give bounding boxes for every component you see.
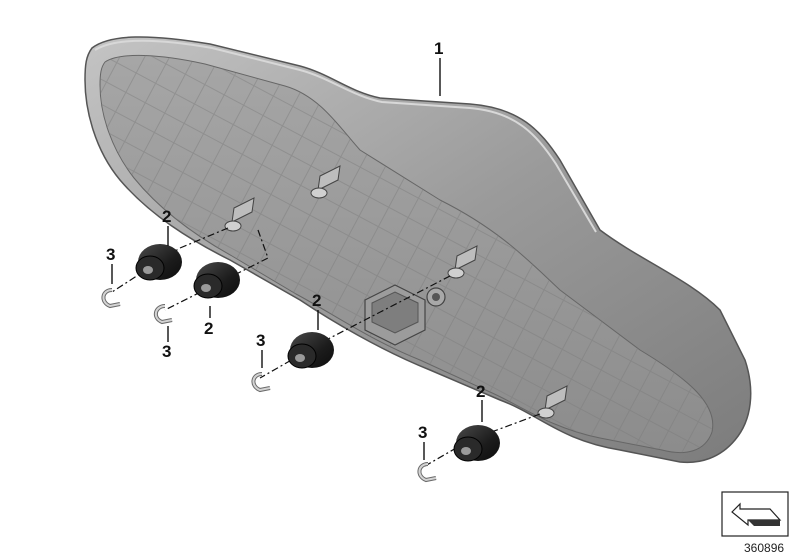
leader-lines [111, 58, 483, 460]
tail-light-housing [84, 36, 752, 464]
rubber-grommet-a [135, 244, 182, 281]
callout-grommet-c: 2 [312, 291, 321, 310]
retaining-clip-c [251, 372, 271, 393]
callout-clip-c: 3 [256, 331, 265, 350]
retaining-clip-b [153, 304, 173, 325]
electrical-connector [364, 284, 446, 346]
mounting-stud-upper-left [224, 197, 255, 232]
rubber-grommet-c [287, 332, 334, 369]
orientation-symbol [721, 491, 789, 537]
callout-grommet-d: 2 [476, 382, 485, 401]
orientation-arrow-icon [731, 502, 782, 527]
callout-clip-a: 3 [106, 245, 115, 264]
mounting-stud-center [447, 245, 478, 279]
callout-clip-b: 3 [162, 342, 171, 361]
mounting-stud-lower-right [537, 385, 568, 419]
retaining-clip-a [101, 288, 121, 309]
mounting-stud-upper-center [310, 165, 341, 199]
reference-number: 360896 [744, 541, 784, 555]
rubber-grommet-b [193, 262, 240, 299]
callout-part-1: 1 [434, 39, 443, 58]
housing-rim-highlight [94, 39, 597, 233]
callout-grommet-a: 2 [162, 207, 171, 226]
rubber-grommet-d [453, 425, 500, 462]
callout-grommet-b: 2 [204, 319, 213, 338]
housing-rib-structure [100, 55, 713, 453]
retaining-clip-d [417, 462, 437, 483]
callout-clip-d: 3 [418, 423, 427, 442]
